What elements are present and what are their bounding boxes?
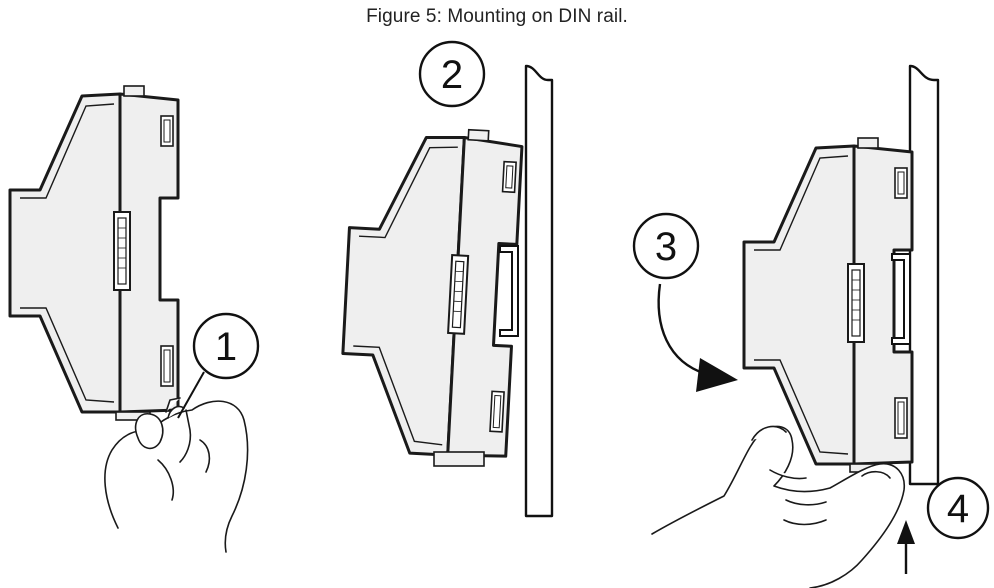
step-1-device bbox=[8, 84, 180, 422]
step-2-bottom-clip bbox=[433, 451, 485, 467]
step-3-din-rail bbox=[908, 64, 940, 486]
step-3-hand bbox=[651, 425, 905, 588]
step-1-marker: 1 bbox=[192, 312, 260, 380]
push-up-arrow-icon bbox=[897, 520, 915, 574]
step-3-label: 3 bbox=[655, 225, 677, 269]
step-1-pointer bbox=[177, 371, 205, 419]
step-2-rail-hook bbox=[499, 245, 519, 337]
step-3-rail-hook bbox=[891, 253, 911, 345]
step-3-device bbox=[742, 136, 914, 474]
step-1-label: 1 bbox=[215, 325, 237, 369]
step-3-marker: 3 bbox=[632, 212, 700, 280]
rotation-arrow-icon bbox=[657, 283, 738, 392]
step-4-label: 4 bbox=[947, 487, 969, 531]
step-2-din-rail bbox=[524, 64, 554, 518]
step-1-hand bbox=[104, 397, 249, 553]
step-2-device bbox=[335, 122, 525, 468]
step-2-label: 2 bbox=[441, 53, 463, 97]
step-2-marker: 2 bbox=[418, 40, 486, 108]
figure-caption: Figure 5: Mounting on DIN rail. bbox=[366, 6, 628, 27]
step-4-marker: 4 bbox=[926, 476, 990, 540]
